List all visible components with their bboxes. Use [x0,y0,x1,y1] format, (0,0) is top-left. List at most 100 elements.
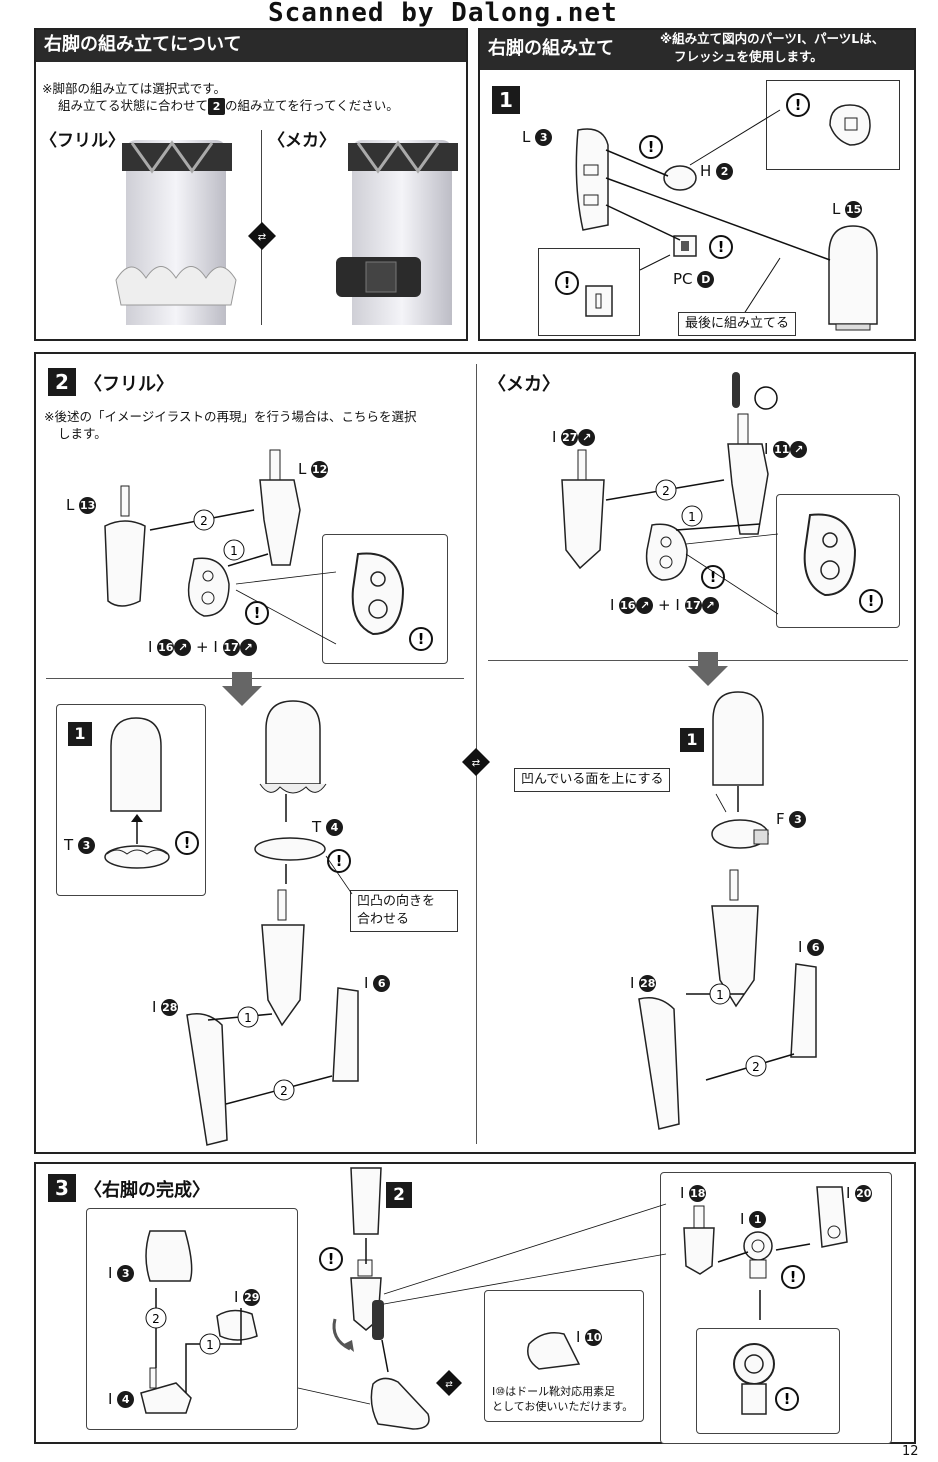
mecha-upper-arrows: 2 1 [605,479,779,615]
joint-zoom-drawing [733,1343,775,1415]
diamond-arrow-icon: ⇄ [248,222,276,250]
part-i1-drawing [743,1231,773,1279]
svg-text:!: ! [418,630,425,648]
ref-step-2-badge: 2 [386,1182,412,1208]
label-l12: L 12 [298,460,329,478]
label-i4: I 4 [108,1390,135,1408]
section-2-panel: ⇄ 2 〈フリル〉 ※後述の「イメージイラストの再現」を行う場合は、こちらを選択… [34,352,916,1154]
frill-note: ※後述の「イメージイラストの再現」を行う場合は、こちらを選択 します。 [44,409,417,441]
svg-text:2: 2 [752,1060,760,1074]
part-i3-drawing [145,1230,193,1282]
leg-assembly-info-title: 右脚の組み立てについて [36,30,466,62]
detail-callout-box [766,80,900,170]
diamond-arrow-icon: ⇄ [436,1370,462,1396]
part-i20-drawing [816,1186,848,1248]
page-number: 12 [902,1444,919,1459]
label-i16-i17: I 16↗ + I 17↗ [148,638,257,656]
svg-text:!: ! [790,1268,797,1286]
down-arrow-icon [688,652,728,686]
part-l13-drawing [104,485,146,607]
part-i10-drawing [527,1332,581,1370]
ankle-joint-part [350,1259,384,1340]
label-h2: H 2 [700,162,734,180]
frill-sub-part [110,717,162,812]
part-h2-drawing [663,165,697,191]
label-i3: I 3 [108,1264,135,1282]
svg-text:1: 1 [688,510,696,524]
label-mecha-i6: I 6 [798,938,825,956]
runner-icon: ↗ [174,639,192,656]
warning-icon: ! [786,93,810,117]
svg-text:1: 1 [716,988,724,1002]
section3-connector-lines [297,1203,667,1405]
warning-icon: ! [709,235,733,259]
svg-text:!: ! [564,274,571,292]
warning-icon: ! [859,589,883,613]
diamond-arrow-icon: ⇄ [462,748,490,776]
svg-text:2: 2 [662,484,670,498]
pcd-detail-drawing [585,285,613,317]
part-mecha-i6-drawing [790,963,817,1058]
part-i16-mecha-drawing [645,523,688,581]
part-f3-drawing [711,819,769,849]
part-i18-drawing [683,1205,715,1275]
joint-arrows [717,1243,811,1320]
svg-text:!: ! [784,1390,791,1408]
leg-assembly-info-panel: 右脚の組み立てについて ※脚部の組み立ては選択式です。 組み立てる状態に合わせて… [34,28,468,341]
warning-icon: ! [639,135,663,159]
frill-lower-arrows: 1 2 [207,794,353,1105]
svg-text:⇄: ⇄ [258,232,266,243]
right-leg-assembly-title: 右脚の組み立て [480,30,914,70]
svg-text:1: 1 [206,1338,214,1352]
part-h2-detail [829,104,871,146]
label-l15: L 15 [832,200,863,218]
part-i27-drawing [561,449,605,570]
part-l15-drawing [828,225,878,331]
watermark: Scanned by Dalong.net [268,0,618,28]
label-i27: I 27↗ [552,428,596,446]
part-t4-drawing [254,837,326,861]
label-i20: I 20 [846,1184,873,1202]
warning-icon: ! [701,565,725,589]
svg-text:!: ! [868,592,875,610]
svg-text:⇄: ⇄ [445,1380,453,1390]
label-pcd: PC D [673,270,715,288]
frill-shin-part [261,889,305,1027]
svg-text:!: ! [328,1250,335,1268]
part-i6-drawing [332,987,359,1082]
svg-text:!: ! [336,852,343,870]
part-i28-drawing [186,1013,228,1146]
part-mecha-i28-drawing [638,997,680,1130]
last-assemble-callout: 最後に組み立てる [678,312,797,336]
assembly-arrows [605,109,831,321]
label-i18: I 18 [680,1184,707,1202]
runner-icon: ↗ [578,429,596,446]
label-l13: L 13 [66,496,97,514]
alt-foot-note: I⑩はドール靴対応用素足 としてお使いいただけます。 [492,1385,634,1413]
right-leg-note: ※組み立て図内のパーツI、パーツLは、 フレッシュを使用します。 [660,31,885,64]
step-ref-badge: 2 [208,98,226,115]
label-t4: T 4 [312,818,343,836]
label-t3: T 3 [64,836,95,854]
warning-icon: ! [245,601,269,625]
svg-text:!: ! [184,834,191,852]
label-mecha-i16-i17: I 16↗ + I 17↗ [610,596,719,614]
part-pcd-drawing [673,235,697,257]
svg-text:!: ! [795,96,802,114]
warning-icon: ! [319,1247,343,1271]
down-arrow-icon [222,672,262,706]
svg-text:⇄: ⇄ [472,758,480,769]
svg-text:!: ! [254,604,261,622]
horizontal-divider [46,678,464,679]
joint-zoom-box [696,1328,840,1434]
label-f3: F 3 [776,810,807,828]
runner-icon: ↗ [636,597,654,614]
frill-title: 〈フリル〉 [84,374,174,395]
warning-icon: ! [409,627,433,651]
frill-cap-part [259,700,327,794]
svg-text:2: 2 [280,1084,288,1098]
warning-icon: ! [775,1387,799,1411]
part-t3-drawing [104,845,170,869]
foot-complete-part [370,1377,430,1430]
